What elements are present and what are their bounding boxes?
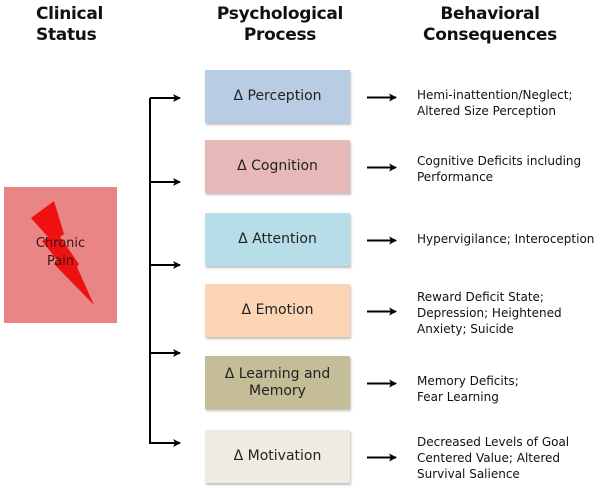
process-box: Δ Attention xyxy=(205,213,350,266)
process-box: Δ Perception xyxy=(205,70,350,123)
consequence-text: Hemi-inattention/Neglect; Altered Size Pe… xyxy=(417,87,573,119)
label-line: Memory xyxy=(249,382,306,399)
header-line: Behavioral xyxy=(440,4,540,24)
chronic-pain-box: Chronic Pain xyxy=(4,187,117,323)
chronic-pain-label: Chronic Pain xyxy=(4,235,117,271)
consequence-line: Fear Learning xyxy=(417,390,499,404)
consequence-line: Memory Deficits; xyxy=(417,374,519,388)
process-box: Δ Motivation xyxy=(205,430,350,483)
consequence-line: Altered Size Perception xyxy=(417,104,557,118)
consequence-line: Decreased Levels of Goal xyxy=(417,435,570,449)
process-label: Δ Cognition xyxy=(237,158,318,174)
label-line: Chronic xyxy=(35,236,86,251)
consequence-text: Reward Deficit State; Depression; Heighte… xyxy=(417,289,562,337)
consequence-line: Performance xyxy=(417,170,494,184)
process-box: Δ Cognition xyxy=(205,140,350,193)
process-label: Δ Emotion xyxy=(241,302,314,318)
consequence-line: Anxiety; Suicide xyxy=(417,322,514,336)
header-behavioral-consequences: Behavioral Consequences xyxy=(400,4,580,46)
process-label: Δ Attention xyxy=(238,231,317,247)
header-line: Status xyxy=(36,25,97,45)
consequence-text: Hypervigilance; Interoception xyxy=(417,231,594,247)
label-line: Pain xyxy=(46,254,75,269)
consequence-line: Survival Salience xyxy=(417,467,520,481)
header-psychological-process: Psychological Process xyxy=(200,4,360,46)
header-line: Consequences xyxy=(423,25,557,45)
header-clinical-status: Clinical Status xyxy=(20,4,136,46)
label-line: Δ Learning and xyxy=(224,365,331,382)
consequence-line: Depression; Heightened xyxy=(417,306,562,320)
process-box: Δ Emotion xyxy=(205,284,350,337)
process-label: Δ Perception xyxy=(233,88,322,104)
lightning-bolt-icon xyxy=(31,201,94,305)
consequence-line: Hemi-inattention/Neglect; xyxy=(417,88,573,102)
consequence-line: Hypervigilance; Interoception xyxy=(417,232,595,246)
header-line: Psychological xyxy=(216,4,344,24)
consequence-text: Memory Deficits; Fear Learning xyxy=(417,373,519,405)
consequence-line: Cognitive Deficits including xyxy=(417,154,582,168)
consequence-line: Centered Value; Altered xyxy=(417,451,561,465)
header-line: Clinical xyxy=(36,4,104,24)
header-line: Process xyxy=(243,25,317,45)
consequence-line: Reward Deficit State; xyxy=(417,290,544,304)
process-label: Δ Motivation xyxy=(233,448,322,464)
